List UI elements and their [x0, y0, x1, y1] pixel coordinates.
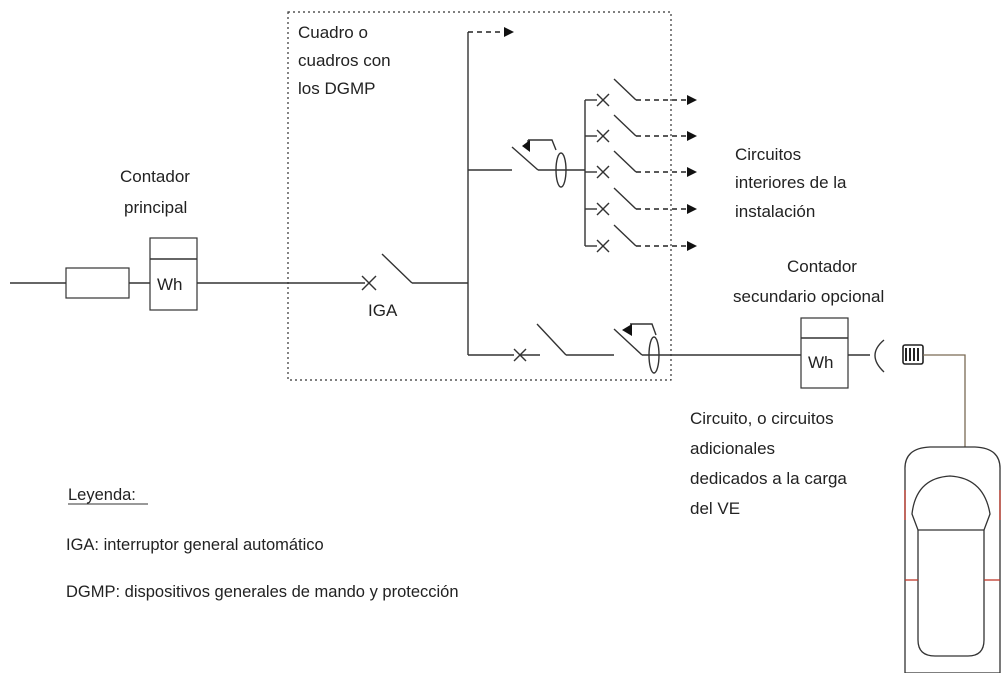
- dgmp-panel-outline: [287, 11, 672, 381]
- iga-label: IGA: [368, 301, 398, 320]
- panel-label-line-2: cuadros con: [298, 51, 391, 70]
- iga-breaker-icon: [361, 253, 413, 291]
- main-meter-label-line-2: principal: [124, 198, 187, 217]
- ev-car-icon: [904, 446, 1001, 673]
- interior-circuits-label: Circuitos interiores de la instalación: [735, 145, 851, 221]
- secondary-meter-label-line-2: secundario opcional: [733, 287, 884, 306]
- interior-circuit-2: [585, 114, 697, 143]
- charging-cable: [923, 354, 966, 460]
- secondary-meter-wh: Wh: [808, 353, 834, 372]
- interior-circuits-label-line-3: instalación: [735, 202, 815, 221]
- ev-circuits-label: Circuito, o circuitos adicionales dedica…: [690, 409, 852, 518]
- fuse-icon: [65, 267, 130, 299]
- panel-label-line-1: Cuadro o: [298, 23, 368, 42]
- ev-breaker-icon: [513, 323, 567, 362]
- interior-circuit-5: [585, 224, 697, 253]
- ev-circuits-label-line-2: adicionales: [690, 439, 775, 458]
- legend: Leyenda: IGA: interruptor general automá…: [66, 486, 459, 601]
- secondary-meter-label: Contador secundario opcional: [733, 257, 884, 306]
- secondary-meter-label-line-1: Contador: [787, 257, 857, 276]
- legend-item-iga: IGA: interruptor general automático: [66, 536, 324, 554]
- interior-circuit-1: [585, 78, 697, 107]
- interior-circuit-3: [585, 150, 697, 179]
- ev-circuits-label-line-1: Circuito, o circuitos: [690, 409, 834, 428]
- panel-label: Cuadro o cuadros con los DGMP: [298, 23, 395, 98]
- legend-title: Leyenda:: [68, 486, 136, 504]
- interior-circuits-label-line-2: interiores de la: [735, 173, 847, 192]
- legend-item-dgmp: DGMP: dispositivos generales de mando y …: [66, 583, 459, 601]
- main-meter: Wh: [149, 237, 198, 311]
- ev-differential-icon: [613, 323, 660, 374]
- ev-circuits-label-line-4: del VE: [690, 499, 740, 518]
- interior-differential-icon: [511, 139, 567, 188]
- panel-label-line-3: los DGMP: [298, 79, 375, 98]
- main-meter-label: Contador principal: [120, 167, 195, 217]
- top-output-arrow: [504, 27, 514, 37]
- secondary-meter: Wh: [800, 317, 849, 389]
- socket-icon: [874, 339, 885, 373]
- main-meter-wh: Wh: [157, 275, 183, 294]
- main-meter-label-line-1: Contador: [120, 167, 190, 186]
- interior-circuit-4: [585, 187, 697, 216]
- ev-circuits-label-line-3: dedicados a la carga: [690, 469, 847, 488]
- plug-icon: [902, 344, 924, 365]
- interior-circuits-label-line-1: Circuitos: [735, 145, 801, 164]
